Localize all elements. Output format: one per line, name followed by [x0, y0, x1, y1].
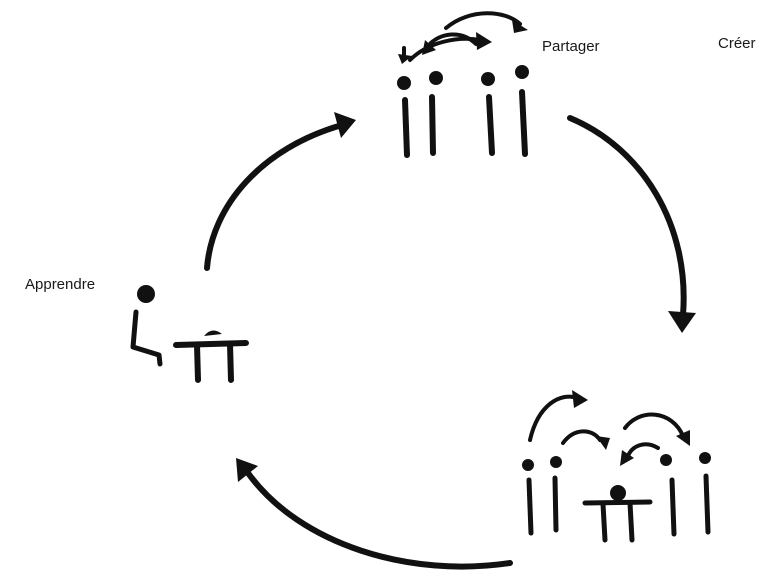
learner-body [133, 312, 160, 364]
create-group-figure [522, 390, 711, 540]
share-person-2-head [429, 71, 443, 85]
create-table-top [585, 502, 650, 503]
create-table-leg-right [630, 503, 632, 540]
label-create: Créer [718, 35, 756, 52]
share-person-1-body [405, 100, 407, 155]
create-person-1-body [529, 480, 531, 533]
share-person-3-body [489, 97, 492, 153]
create-exchange-arrow-2 [563, 431, 600, 443]
create-person-2-head [550, 456, 562, 468]
create-exchange-arrow-4 [628, 444, 658, 456]
learner-table-top [176, 343, 246, 345]
learner-table-leg-right [230, 344, 231, 380]
share-person-1-head [397, 76, 411, 90]
share-group-figure [397, 13, 529, 155]
create-centre-person-head [610, 485, 626, 501]
learner-figure [133, 285, 246, 380]
share-person-2-body [432, 97, 433, 153]
arrow-share-to-create [570, 118, 696, 333]
learner-head [137, 285, 155, 303]
learner-table-leg-left [197, 345, 198, 380]
create-table-leg-left [603, 504, 605, 540]
share-exchange-arrow-2 [410, 39, 480, 60]
create-person-1-head [522, 459, 534, 471]
create-person-4-body [706, 476, 708, 532]
share-person-4-head [515, 65, 529, 79]
create-exchange-arrow-3 [625, 415, 683, 436]
arrow-learn-to-share [207, 112, 356, 268]
create-person-3-head [660, 454, 672, 466]
share-person-3-head [481, 72, 495, 86]
create-person-4-head [699, 452, 711, 464]
arrow-create-to-learn [236, 458, 510, 567]
label-share: Partager [542, 38, 600, 55]
create-person-2-body [555, 478, 556, 530]
label-learn: Apprendre [25, 276, 95, 293]
share-person-4-body [522, 92, 525, 154]
share-exchange-arrow-1 [446, 13, 520, 28]
create-person-3-body [672, 480, 674, 534]
learner-book [204, 330, 222, 336]
